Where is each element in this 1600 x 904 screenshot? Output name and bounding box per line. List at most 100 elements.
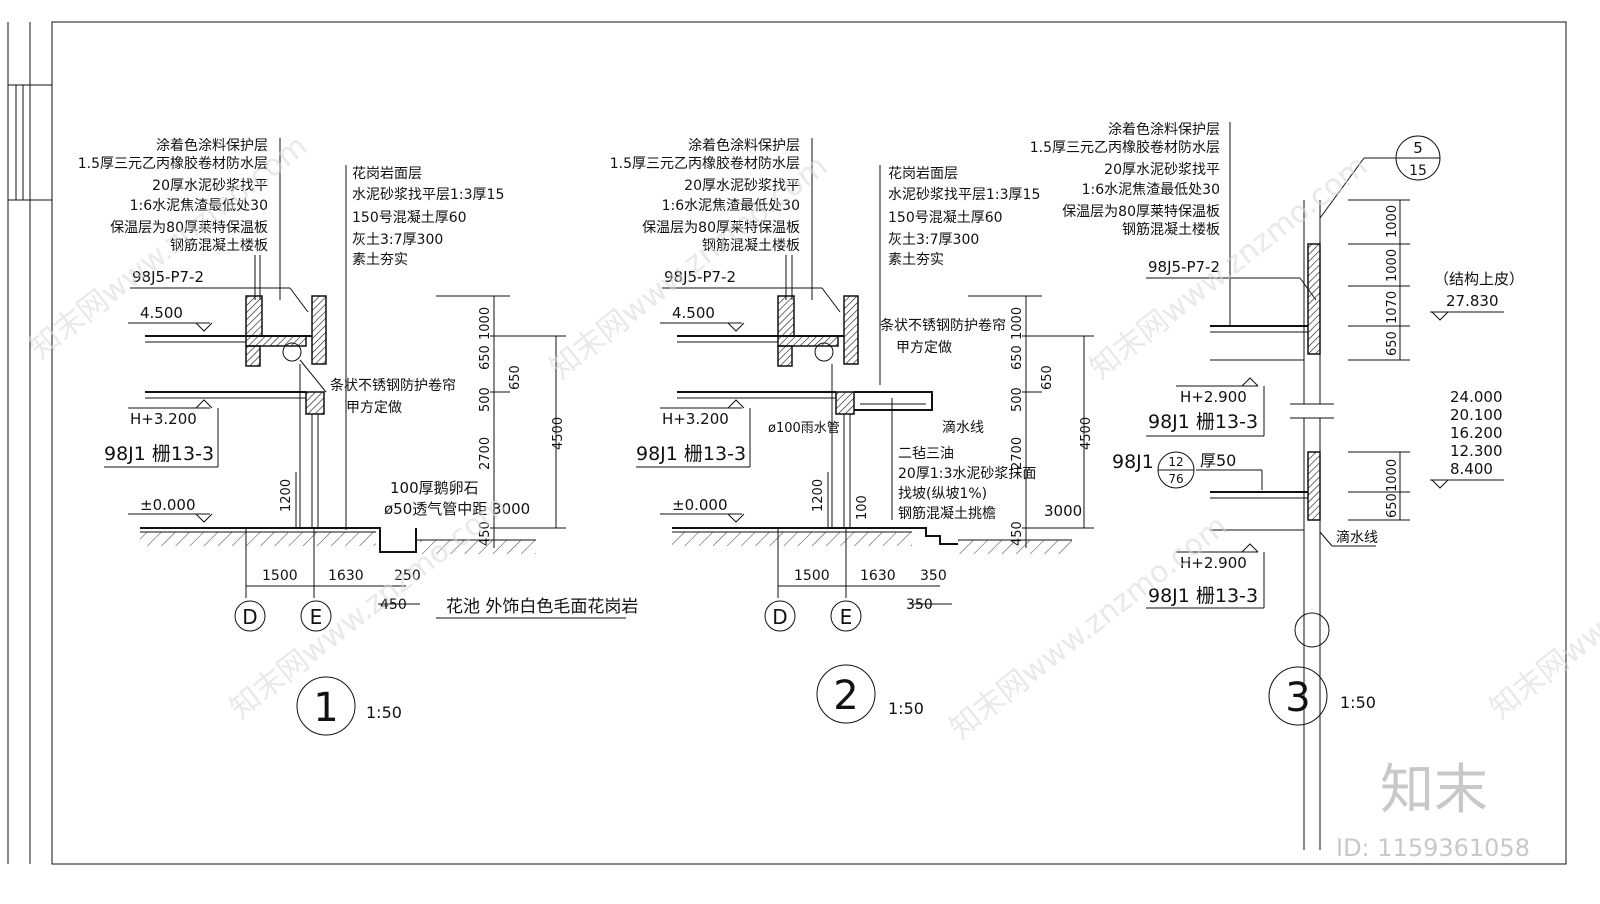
axis-label: E (310, 605, 323, 629)
note: 1.5厚三元乙丙橡胶卷材防水层 (1030, 139, 1220, 156)
note: 150号混凝土厚60 (352, 210, 467, 226)
note: 涂着色涂料保护层 (156, 137, 268, 154)
note: 灰土3:7厚300 (352, 232, 443, 248)
dim: 2700 (1010, 437, 1025, 470)
level-label: 20.100 (1450, 406, 1503, 424)
note: 保温层为80厚莱特保温板 (1062, 204, 1220, 220)
ref-number: 12 (1168, 455, 1183, 469)
eave-notes: 二毡三油 20厚1:3水泥砂浆抹面 找坡(纵坡1%) 钢筋混凝土挑檐 (898, 446, 1036, 522)
note: 20厚水泥砂浆找平 (684, 178, 800, 194)
struct-label: （结构上皮） (1434, 270, 1524, 288)
reference-label: 98J1 栅13-3 (104, 443, 214, 465)
level-label: H+2.900 (1180, 388, 1247, 406)
level-label: H+3.200 (662, 410, 729, 428)
reference-label: 98J1 栅13-3 (1148, 411, 1258, 433)
scale-label: 1:50 (366, 703, 402, 722)
note: 灰土3:7厚300 (888, 232, 979, 248)
detail-number-1: 1 (296, 676, 356, 736)
note: 150号混凝土厚60 (888, 210, 1003, 226)
note: 水泥砂浆找平层1:3厚15 (352, 187, 504, 203)
callout-number: 5 (1413, 139, 1423, 157)
detail-number: 3 (1285, 675, 1310, 721)
detail-number: 2 (833, 673, 858, 719)
note: 钢筋混凝土楼板 (1122, 221, 1220, 238)
ref-sheet: 76 (1168, 472, 1183, 486)
note: 20厚水泥砂浆找平 (152, 178, 268, 194)
shutter-note: 条状不锈钢防护卷帘 (330, 377, 456, 394)
note: 1.5厚三元乙丙橡胶卷材防水层 (78, 155, 268, 172)
detail3-notes: 涂着色涂料保护层 1.5厚三元乙丙橡胶卷材防水层 20厚水泥砂浆找平 1:6水泥… (1030, 121, 1220, 238)
reference-label: 98J1 栅13-3 (1148, 585, 1258, 607)
note: 涂着色涂料保护层 (1108, 121, 1220, 138)
note: 1.5厚三元乙丙橡胶卷材防水层 (610, 155, 800, 172)
detail-number-3: 3 (1268, 666, 1328, 726)
dim: 4500 (551, 417, 566, 450)
party-note: 甲方定做 (896, 340, 952, 356)
axis-bubble-e: E (830, 600, 862, 632)
sheet-border (51, 21, 1567, 865)
callout-sheet: 15 (1409, 163, 1427, 179)
dim: 350 (920, 568, 947, 584)
level-label: 12.300 (1450, 442, 1503, 460)
dim: 650 (1385, 493, 1400, 518)
detail2-vdims: 1000 650 650 500 2700 4500 1200 100 450 (811, 307, 1094, 546)
note: 保温层为80厚莱特保温板 (110, 220, 268, 236)
watermark-text: 知末网www.znzmo.com (1483, 488, 1600, 726)
planter-note: 花池 外饰白色毛面花岗岩 (446, 597, 638, 617)
note: 1:6水泥焦渣最低处30 (662, 198, 800, 214)
reference-label: 98J5-P7-2 (1148, 258, 1220, 276)
note: 钢筋混凝土楼板 (170, 237, 268, 254)
note: 钢筋混凝土挑檐 (898, 505, 996, 522)
reference-label: 98J1 (1112, 451, 1154, 473)
detail3-dims-top: 1000 1000 1070 650 (1385, 205, 1400, 356)
level-label: H+2.900 (1180, 554, 1247, 572)
dim: 1500 (262, 568, 298, 584)
detail-number: 1 (313, 685, 338, 731)
note: 素土夯实 (888, 252, 944, 268)
axis-bubble-empty (1294, 612, 1330, 648)
note: 花岗岩面层 (352, 166, 422, 182)
pipe-note: ø100雨水管 (768, 421, 840, 436)
dim: 450 (1010, 521, 1025, 546)
level-stack: 24.000 20.100 16.200 12.300 8.400 (1450, 388, 1503, 478)
note: 保温层为80厚莱特保温板 (642, 220, 800, 236)
dim: 650 (508, 365, 523, 390)
note: 找坡(纵坡1%) (898, 486, 987, 502)
detail3-dims-bottom: 1000 650 (1385, 459, 1400, 518)
note: 素土夯实 (352, 252, 408, 268)
dim: 1500 (794, 568, 830, 584)
dim: 500 (1010, 387, 1025, 412)
dim: 1000 (1385, 205, 1400, 238)
watermark-id: ID: 1159361058 (1336, 834, 1530, 862)
detail1-notes-left: 涂着色涂料保护层 1.5厚三元乙丙橡胶卷材防水层 20厚水泥砂浆找平 1:6水泥… (78, 137, 268, 254)
dim: 1000 (1010, 307, 1025, 340)
drip-note: 滴水线 (1336, 529, 1378, 546)
note: 20厚1:3水泥砂浆抹面 (898, 466, 1036, 482)
note: 涂着色涂料保护层 (688, 137, 800, 154)
pebble-note: 100厚鹅卵石 (390, 479, 479, 497)
dim: 1000 (1385, 249, 1400, 282)
level-label: ±0.000 (140, 496, 196, 514)
dim: 1200 (279, 479, 294, 512)
level-label: 4.500 (672, 304, 715, 322)
level-label: 24.000 (1450, 388, 1503, 406)
dim: 100 (855, 495, 870, 520)
dim: 450 (380, 597, 407, 613)
dim: 1070 (1385, 291, 1400, 324)
scale-label: 1:50 (888, 699, 924, 718)
dim: 350 (906, 597, 933, 613)
watermark-logo: 知末 (1380, 758, 1488, 821)
detail2-notes-right: 花岗岩面层 水泥砂浆找平层1:3厚15 150号混凝土厚60 灰土3:7厚300… (888, 166, 1040, 268)
party-note: 甲方定做 (346, 400, 402, 416)
reference-label: 98J1 栅13-3 (636, 443, 746, 465)
drip-note: 滴水线 (942, 419, 984, 436)
level-label: 27.830 (1446, 292, 1499, 310)
title-strip (7, 22, 52, 864)
dim: 650 (1385, 331, 1400, 356)
axis-label: E (840, 605, 853, 629)
detail2-hdims: 1500 1630 350 350 (794, 568, 947, 613)
dim: 650 (1010, 345, 1025, 370)
detail2-notes-left: 涂着色涂料保护层 1.5厚三元乙丙橡胶卷材防水层 20厚水泥砂浆找平 1:6水泥… (610, 137, 800, 254)
scale-label: 1:50 (1340, 693, 1376, 712)
